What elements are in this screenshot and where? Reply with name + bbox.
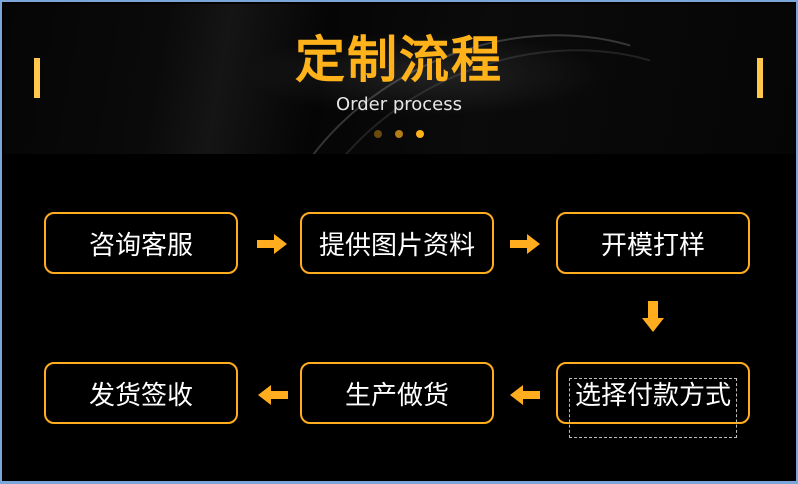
- arrow-left-icon: [510, 385, 540, 405]
- step-consult-service[interactable]: 咨询客服: [44, 212, 238, 274]
- arrow-right-icon: [510, 234, 540, 254]
- page-title: 定制流程: [295, 31, 503, 89]
- step-payment-method[interactable]: 选择付款方式: [556, 362, 750, 424]
- pagination-dots: [374, 130, 424, 138]
- dot-1: [374, 130, 382, 138]
- arrow-left-icon: [258, 385, 288, 405]
- dot-3: [416, 130, 424, 138]
- header-banner: [4, 4, 796, 154]
- step-label: 选择付款方式: [574, 380, 731, 411]
- step-label: 发货签收: [88, 380, 193, 411]
- right-accent-bar: [757, 58, 763, 98]
- left-accent-bar: [34, 58, 40, 98]
- step-provide-images[interactable]: 提供图片资料: [300, 212, 494, 274]
- step-mold-sample[interactable]: 开模打样: [556, 212, 750, 274]
- arrow-down-icon: [642, 301, 664, 332]
- dot-2: [395, 130, 403, 138]
- step-label: 生产做货: [344, 380, 449, 411]
- step-label: 咨询客服: [88, 230, 193, 261]
- step-production[interactable]: 生产做货: [300, 362, 494, 424]
- step-ship-sign[interactable]: 发货签收: [44, 362, 238, 424]
- step-label: 开模打样: [600, 230, 705, 261]
- page-subtitle: Order process: [335, 94, 463, 115]
- arrow-right-icon: [257, 234, 287, 254]
- step-label: 提供图片资料: [318, 230, 475, 261]
